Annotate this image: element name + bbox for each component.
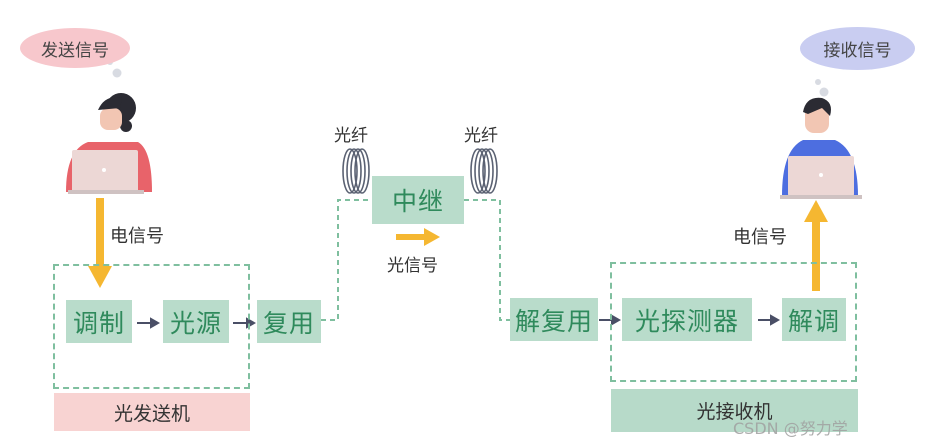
fiber-path-right (464, 199, 510, 321)
receiver-dashed-frame (610, 262, 857, 382)
receiver-panel: 光接收机 (611, 389, 858, 432)
optical-signal-arrow-icon (396, 228, 440, 246)
light-source-box: 光源 (163, 300, 229, 343)
light-source-text: 光源 (169, 308, 222, 338)
arrow-demux-to-detector-icon (599, 314, 622, 326)
electric-signal-down-arrow-icon (88, 198, 112, 288)
relay-text: 中继 (391, 187, 444, 216)
electric-signal-label-right: 电信号 (733, 227, 787, 248)
demodulation-text: 解调 (787, 306, 840, 336)
transmitter-dashed-frame (53, 264, 250, 389)
photodetector-text: 光探测器 (634, 306, 739, 336)
receive-signal-bubble: 接收信号 (800, 27, 915, 70)
sender-person-icon (66, 59, 152, 194)
fiber-label-left: 光纤 (334, 126, 368, 146)
demultiplexing-box: 解复用 (510, 298, 598, 341)
arrow-modulation-to-source-icon (137, 317, 161, 329)
receiver-person-icon (780, 79, 862, 199)
receive-signal-text: 接收信号 (823, 41, 892, 61)
watermark: CSDN @努力学 (733, 419, 848, 438)
transmitter-panel-text: 光发送机 (113, 402, 190, 425)
fiber-path-left (321, 199, 372, 321)
modulation-box: 调制 (66, 300, 132, 343)
fiber-coil-right-icon (470, 148, 498, 194)
transmitter-panel: 光发送机 (54, 393, 250, 431)
arrow-detector-to-demod-icon (758, 314, 781, 326)
demultiplexing-text: 解复用 (514, 306, 593, 336)
fiber-coil-left-icon (342, 148, 370, 194)
multiplexing-text: 复用 (262, 308, 315, 338)
multiplexing-box: 复用 (257, 300, 321, 343)
electric-signal-label-left: 电信号 (110, 226, 164, 247)
electric-signal-up-arrow-icon (804, 200, 828, 291)
modulation-text: 调制 (72, 308, 125, 338)
fiber-label-right: 光纤 (464, 126, 498, 146)
demodulation-box: 解调 (782, 298, 846, 341)
send-signal-text: 发送信号 (41, 40, 109, 61)
send-signal-bubble: 发送信号 (20, 28, 130, 68)
optical-signal-label: 光信号 (387, 256, 438, 276)
receiver-panel-text: 光接收机 (696, 401, 773, 423)
photodetector-box: 光探测器 (622, 298, 752, 341)
relay-box: 中继 (372, 176, 464, 224)
